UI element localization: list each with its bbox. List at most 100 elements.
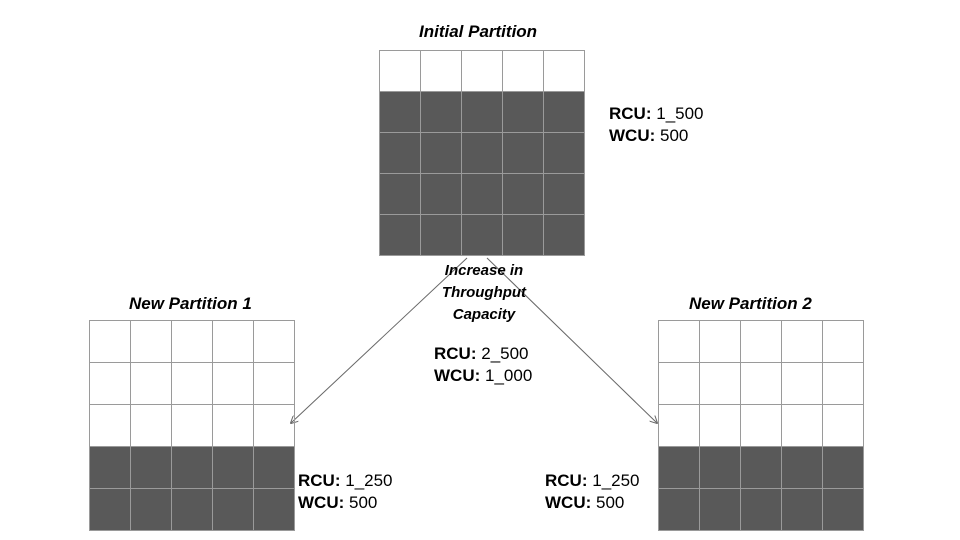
grid-cell-empty [740,404,782,447]
grid-cell-empty [822,404,864,447]
grid-cell-empty [699,362,741,405]
grid-cell-filled [379,91,421,133]
grid-cell-empty [130,320,172,363]
grid-row [89,362,295,405]
initial-partition-stats: RCU: 1_500 WCU: 500 [609,103,704,147]
grid-cell-empty [740,320,782,363]
increase-line-2: Throughput [441,284,527,301]
grid-cell-filled [379,132,421,174]
grid-cell-empty [89,320,131,363]
grid-cell-empty [822,320,864,363]
grid-row [89,488,295,531]
grid-cell-empty [658,404,700,447]
grid-cell-filled [379,214,421,256]
partition-2-title: New Partition 2 [689,294,812,313]
increase-throughput-label: Increase in Throughput Capacity [424,260,544,326]
grid-cell-filled [420,173,462,215]
grid-cell-empty [781,320,823,363]
grid-cell-empty [699,404,741,447]
grid-cell-empty [822,362,864,405]
grid-cell-filled [822,488,864,531]
grid-cell-empty [212,404,254,447]
increase-wcu-value: 1_000 [485,366,533,385]
grid-cell-filled [89,446,131,489]
grid-cell-empty [253,320,295,363]
partition-2-rcu-value: 1_250 [592,471,640,490]
grid-cell-empty [171,320,213,363]
grid-row [658,404,864,447]
partition-2-stats: RCU: 1_250 WCU: 500 [545,470,640,514]
grid-cell-filled [543,214,585,256]
grid-cell-filled [461,214,503,256]
grid-cell-empty [658,362,700,405]
partition-2-rcu-label: RCU: [545,471,588,490]
grid-cell-empty [212,320,254,363]
increase-rcu-value: 2_500 [481,344,529,363]
grid-cell-empty [740,362,782,405]
grid-cell-filled [543,132,585,174]
grid-cell-empty [253,362,295,405]
partition-2-wcu-value: 500 [596,493,625,512]
grid-cell-filled [658,488,700,531]
partition-1-stats: RCU: 1_250 WCU: 500 [298,470,393,514]
grid-cell-filled [253,488,295,531]
grid-cell-empty [130,404,172,447]
grid-row [379,173,585,215]
grid-cell-filled [543,91,585,133]
grid-cell-filled [420,214,462,256]
increase-rcu-label: RCU: [434,344,477,363]
grid-cell-filled [171,446,213,489]
increase-line-1: Increase in [444,262,524,279]
grid-row [658,446,864,489]
grid-cell-filled [89,488,131,531]
grid-cell-filled [212,488,254,531]
partition-2-grid [658,320,864,531]
partition-1-wcu-label: WCU: [298,493,345,512]
grid-cell-filled [461,132,503,174]
grid-cell-empty [543,50,585,92]
grid-cell-filled [130,488,172,531]
grid-cell-empty [89,404,131,447]
grid-row [658,320,864,363]
arrow-to-partition-1 [291,257,468,423]
grid-row [89,404,295,447]
grid-cell-filled [379,173,421,215]
grid-row [379,91,585,133]
increase-wcu-label: WCU: [434,366,481,385]
grid-cell-filled [502,214,544,256]
grid-cell-empty [171,362,213,405]
partition-1-rcu-label: RCU: [298,471,341,490]
grid-row [379,132,585,174]
grid-cell-empty [658,320,700,363]
initial-rcu-label: RCU: [609,104,652,123]
initial-wcu-label: WCU: [609,126,656,145]
grid-cell-filled [461,173,503,215]
grid-cell-empty [253,404,295,447]
increase-line-3: Capacity [452,306,516,323]
increase-stats: RCU: 2_500 WCU: 1_000 [434,343,532,387]
grid-cell-filled [740,488,782,531]
grid-cell-empty [781,362,823,405]
grid-cell-filled [171,488,213,531]
initial-wcu-value: 500 [660,126,689,145]
grid-row [89,446,295,489]
initial-partition-grid [379,50,585,256]
grid-cell-filled [699,446,741,489]
grid-cell-filled [658,446,700,489]
grid-cell-filled [212,446,254,489]
grid-cell-filled [543,173,585,215]
grid-cell-filled [420,132,462,174]
grid-cell-empty [212,362,254,405]
grid-cell-filled [502,91,544,133]
grid-row [89,320,295,363]
initial-partition-title: Initial Partition [419,22,538,41]
grid-cell-empty [781,404,823,447]
grid-cell-filled [253,446,295,489]
partition-1-wcu-value: 500 [349,493,378,512]
grid-cell-empty [420,50,462,92]
initial-rcu-value: 1_500 [656,104,704,123]
grid-cell-empty [699,320,741,363]
grid-cell-filled [461,91,503,133]
grid-cell-empty [171,404,213,447]
grid-cell-filled [420,91,462,133]
